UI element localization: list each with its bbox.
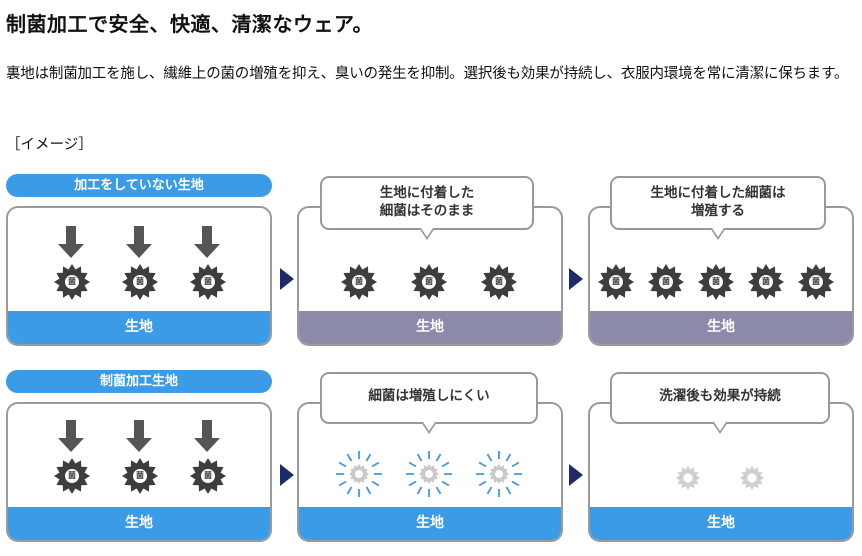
image-label: ［イメージ］ [6,137,93,153]
weakened-germ-icon [335,450,383,502]
next-arrow-icon [280,268,294,290]
row2-panel1: 菌 菌 菌 生地 [6,402,272,542]
germ-icon: 菌 [54,458,90,498]
faded-germ-icon [676,466,700,494]
germ-label: 菌 [204,471,212,480]
fabric-base: 生地 [590,507,852,540]
fabric-base: 生地 [590,311,852,344]
row1-panel1: 菌 菌 菌 生地 [6,206,272,346]
germ-label: 菌 [68,277,76,286]
next-arrow-icon [280,464,294,486]
germ-label: 菌 [662,277,670,286]
germ-icon: 菌 [481,264,517,304]
germ-icon: 菌 [648,264,684,304]
down-arrow-icon [58,226,84,258]
germ-icon: 菌 [598,264,634,304]
germ-icon: 菌 [122,264,158,304]
bubble-line: 細菌は増殖しにくい [368,388,490,404]
germ-icon: 菌 [798,264,834,304]
fabric-base: 生地 [299,311,561,344]
bubble-line: 増殖する [691,203,745,219]
down-arrow-icon [58,420,84,452]
down-arrow-icon [126,420,152,452]
germ-label: 菌 [762,277,770,286]
germ-label: 菌 [136,471,144,480]
germ-label: 菌 [495,277,503,286]
speech-bubble: 生地に付着した細菌は 増殖する [610,176,826,240]
germ-icon: 菌 [190,458,226,498]
next-arrow-icon [569,464,583,486]
fabric-base: 生地 [8,311,270,344]
germ-icon: 菌 [54,264,90,304]
bubble-line: 洗濯後も効果が持続 [659,388,781,404]
weakened-germ-icon [475,450,523,502]
next-arrow-icon [569,268,583,290]
down-arrow-icon [194,226,220,258]
fabric-base: 生地 [8,507,270,540]
germ-label: 菌 [425,277,433,286]
bubble-line: 細菌はそのまま [379,203,475,219]
bubble-line: 生地に付着した細菌は [650,185,786,201]
bubble-line: 生地に付着した [379,185,475,201]
row1-tag: 加工をしていない生地 [6,174,272,197]
weakened-germ-icon [405,450,453,502]
germ-label: 菌 [612,277,620,286]
germ-label: 菌 [136,277,144,286]
down-arrow-icon [126,226,152,258]
germ-icon: 菌 [411,264,447,304]
speech-bubble: 細菌は増殖しにくい [320,372,538,434]
row2-tag: 制菌加工生地 [6,370,272,393]
germ-label: 菌 [68,471,76,480]
germ-icon: 菌 [698,264,734,304]
germ-icon: 菌 [122,458,158,498]
speech-bubble: 生地に付着した 細菌はそのまま [320,176,534,240]
germ-label: 菌 [812,277,820,286]
germ-icon: 菌 [748,264,784,304]
page-title: 制菌加工で安全、快適、清潔なウェア。 [6,12,373,36]
germ-icon: 菌 [190,264,226,304]
faded-germ-icon [740,466,764,494]
down-arrow-icon [194,420,220,452]
speech-bubble: 洗濯後も効果が持続 [610,372,830,434]
description-text: 裏地は制菌加工を施し、繊維上の菌の増殖を抑え、臭いの発生を抑制。選択後も効果が持… [6,66,849,82]
germ-label: 菌 [204,277,212,286]
row2-panel2: 生地 [297,402,563,542]
germ-label: 菌 [355,277,363,286]
fabric-base: 生地 [299,507,561,540]
germ-icon: 菌 [341,264,377,304]
germ-label: 菌 [712,277,720,286]
